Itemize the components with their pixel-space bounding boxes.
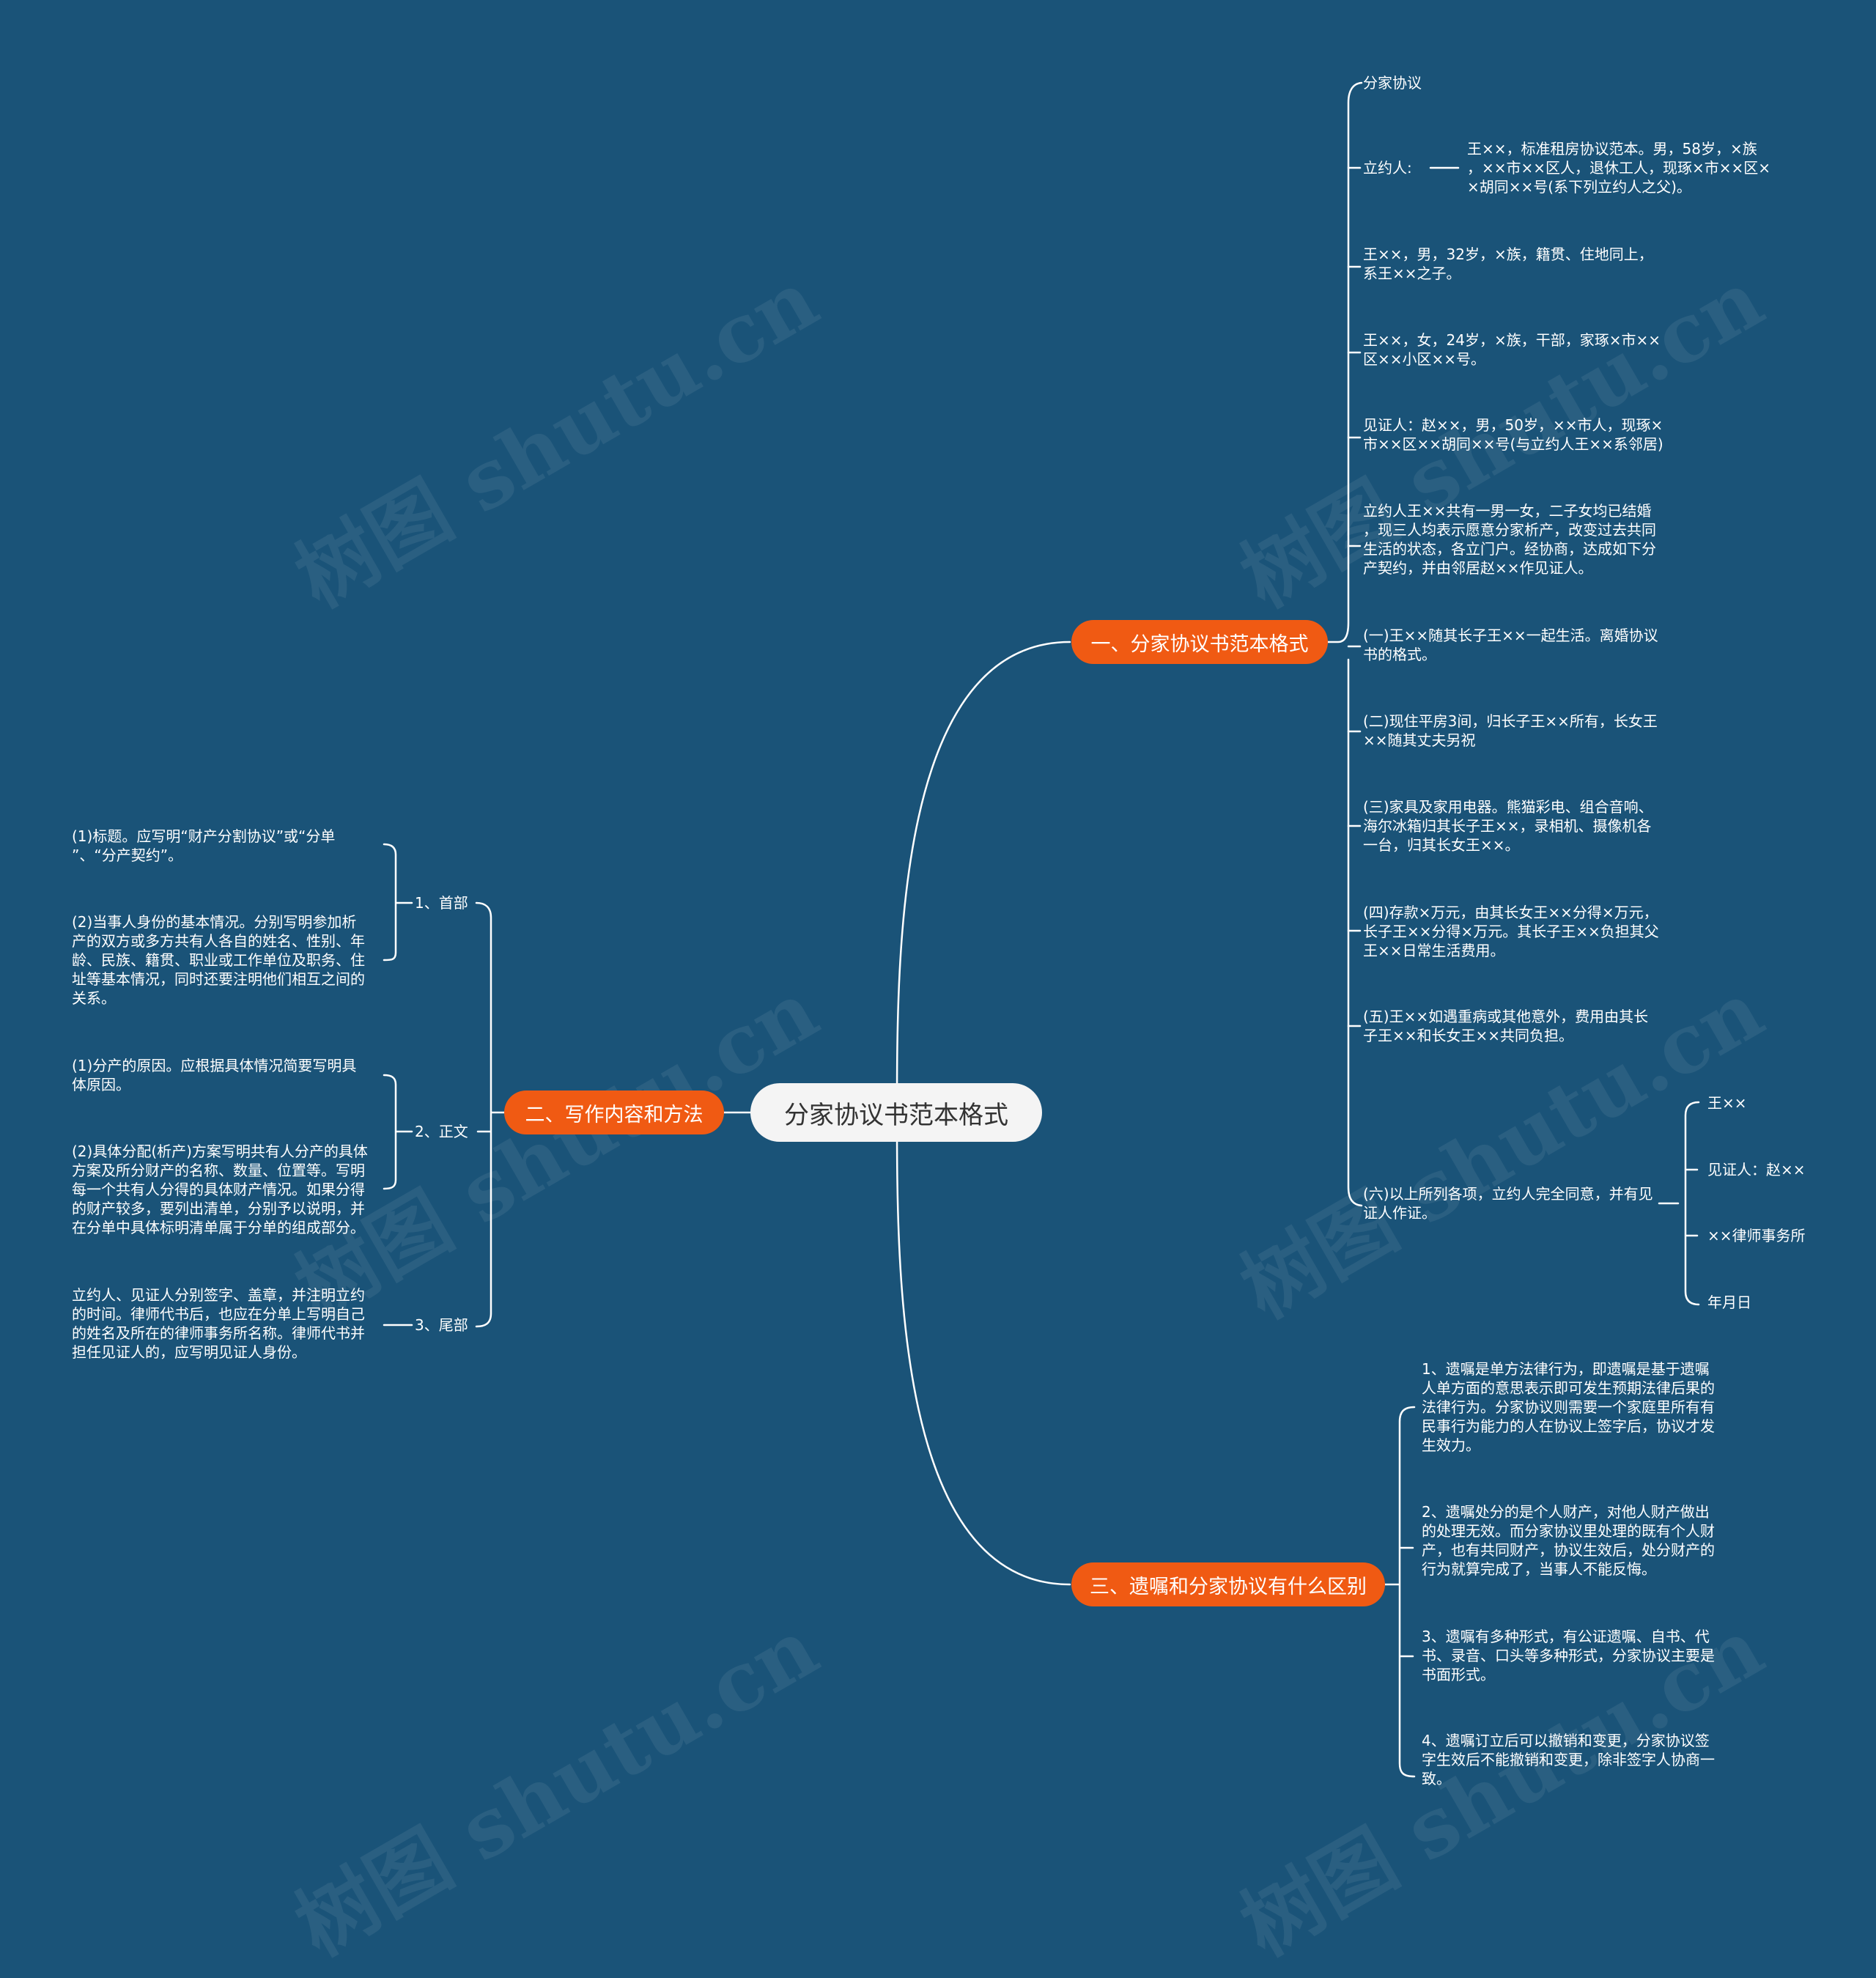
sub-heading: 3、尾部	[415, 1316, 468, 1334]
sub-leaf: (2)具体分配(析产)方案写明共有人分产的具体方案及所分财产的名称、数量、位置等…	[72, 1143, 368, 1236]
connector-root-branch1	[895, 641, 1071, 1114]
signature-date: 年月日	[1707, 1294, 1751, 1311]
connector-branch1-trunk	[1326, 81, 1363, 1207]
branch1-item: 见证人：赵××，男，50岁，××市人，现琢×市××区××胡同××号(与立约人王×…	[1363, 416, 1663, 453]
connector-branch2-trunk	[475, 901, 506, 1328]
sub-leaf: (1)标题。应写明“财产分割协议”或“分单”、“分产契约”。	[72, 827, 336, 864]
branch1-item: 王××，女，24岁，×族，干部，家琢×市××区××小区××号。	[1363, 331, 1661, 368]
branch-2-topic[interactable]: 二、写作内容和方法	[504, 1091, 724, 1134]
signature-name: 王××	[1707, 1094, 1747, 1112]
sub-leaf: (1)分产的原因。应根据具体情况简要写明具体原因。	[72, 1057, 357, 1093]
branch1-item: (二)现住平房3间，归长子王××所有，长女王××随其丈夫另祝	[1363, 712, 1658, 749]
branch3-item: 1、遗嘱是单方法律行为，即遗嘱是基于遗嘱人单方面的意思表示即可发生预期法律后果的…	[1422, 1360, 1715, 1454]
sub-heading: 1、首部	[415, 894, 468, 912]
branch-1-topic[interactable]: 一、分家协议书范本格式	[1071, 620, 1328, 664]
branch-3-topic[interactable]: 三、遗嘱和分家协议有什么区别	[1071, 1562, 1385, 1606]
connector-branch1-ticks	[1347, 166, 1362, 1027]
connector-root-branch3	[895, 1111, 1071, 1586]
sub-heading: 2、正文	[415, 1123, 468, 1140]
sub-leaf: (2)当事人身份的基本情况。分别写明参加析产的双方或多方共有人各自的姓名、性别、…	[72, 913, 365, 1007]
branch1-item: (五)王××如遇重病或其他意外，费用由其长子王××和长女王××共同负担。	[1363, 1008, 1649, 1044]
connector-sub2	[383, 1074, 413, 1190]
sub-leaf: 立约人、见证人分别签字、盖章，并注明立约的时间。律师代书后，也应在分单上写明自己…	[72, 1286, 365, 1361]
branch1-item: (四)存款×万元，由其长女王××分得×万元，长子王××分得×万元。其长子王××负…	[1363, 904, 1659, 959]
mindmap-connectors	[383, 81, 1700, 1778]
signature-witness: 见证人：赵××	[1707, 1161, 1806, 1178]
connector-sub1	[383, 843, 413, 962]
branch1-parties-label: 立约人:	[1363, 159, 1412, 177]
branch1-item: (三)家具及家用电器。熊猫彩电、组合音响、海尔冰箱归其长子王××，录相机、摄像机…	[1363, 798, 1653, 854]
branch3-item: 4、遗嘱订立后可以撤销和变更，分家协议签字生效后不能撤销和变更，除非签字人协商一…	[1422, 1732, 1715, 1787]
branch1-parties-detail: 王××，标准租房协议范本。男，58岁，×族 ，××市××区人，退休工人，现琢×市…	[1467, 140, 1771, 196]
branch1-item: 王××，男，32岁，×族，籍贯、住地同上，系王××之子。	[1363, 246, 1653, 282]
root-topic[interactable]: 分家协议书范本格式	[750, 1083, 1042, 1142]
branch1-item: 立约人王××共有一男一女，二子女均已结婚，现三人均表示愿意分家析产，改变过去共同…	[1363, 502, 1656, 577]
connector-branch3-trunk	[1384, 1406, 1416, 1778]
branch3-item: 2、遗嘱处分的是个人财产，对他人财产做出的处理无效。而分家协议里处理的既有个人财…	[1422, 1503, 1715, 1578]
signature-law-firm: ××律师事务所	[1707, 1227, 1806, 1244]
connector-signatures	[1658, 1101, 1700, 1306]
branch1-last-item: (六)以上所列各项，立约人完全同意，并有见证人作证。	[1363, 1185, 1653, 1222]
branch3-item: 3、遗嘱有多种形式，有公证遗嘱、自书、代书、录音、口头等多种形式，分家协议主要是…	[1422, 1628, 1715, 1683]
branch1-title: 分家协议	[1363, 74, 1422, 92]
branch1-item: (一)王××随其长子王××一起生活。离婚协议书的格式。	[1363, 627, 1658, 663]
